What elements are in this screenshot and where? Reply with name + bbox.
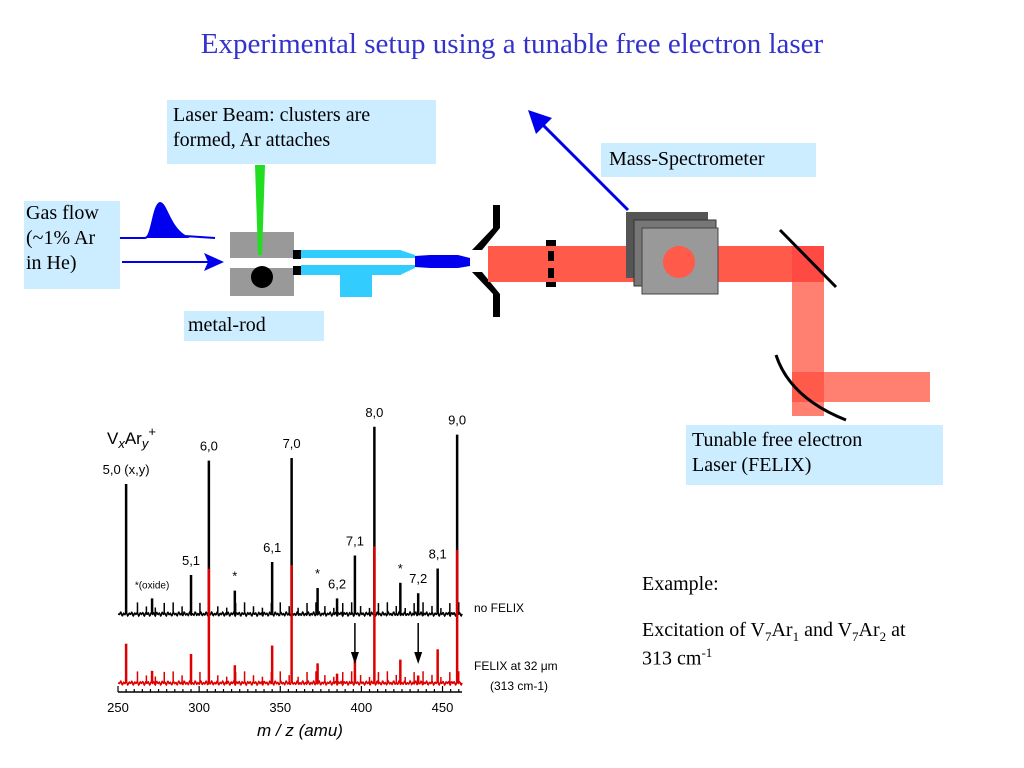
peak-label: 5,0 (x,y) — [103, 462, 150, 477]
x-tick-label: 450 — [432, 700, 454, 715]
laser-beam-label-line2: formed, Ar attaches — [173, 129, 331, 151]
legend-felix-wavenumber: (313 cm-1) — [490, 679, 548, 693]
ablation-laser-beam — [255, 165, 265, 255]
spectrum-plot-area: 5,0 (x,y) *(oxide) 5,1 6,0 * 6,1 7,0 * 6,2 7,1 8,0… — [103, 405, 467, 715]
felix-beam-overlap-2 — [792, 372, 824, 402]
curved-mirror — [774, 354, 847, 422]
mass-spectrometer-label-text: Mass-Spectrometer — [609, 148, 765, 170]
x-tick-label: 350 — [269, 700, 291, 715]
peak-label: 9,0 — [448, 413, 466, 428]
peak-label: 8,0 — [365, 405, 383, 420]
gas-flow-label: Gas flow (~1% Ar in He) — [24, 201, 120, 289]
legend-no-felix: no FELIX — [474, 601, 524, 615]
page-title: Experimental setup using a tunable free … — [200, 28, 824, 60]
skimmer-bottom — [472, 272, 500, 317]
metal-rod-label: metal-rod — [184, 311, 324, 341]
peak-label: 7,0 — [283, 436, 301, 451]
x-tick-label: 250 — [107, 700, 129, 715]
example-heading: Example: — [642, 573, 719, 595]
cluster-beam — [415, 255, 470, 268]
peak-label: 8,1 — [429, 547, 447, 562]
x-tick-label: 300 — [188, 700, 210, 715]
laser-beam-label-line1: Laser Beam: clusters are — [173, 104, 371, 126]
peak-label: 7,1 — [346, 534, 364, 549]
felix-label-line1: Tunable free electron — [692, 429, 863, 451]
example-note: Example: Excitation of V7Ar1 and V7Ar2 a… — [642, 572, 1002, 670]
peak-label: * — [315, 566, 320, 581]
aperture-top — [546, 240, 556, 246]
gas-arrow-head — [204, 253, 224, 271]
peak-label: 5,1 — [182, 553, 200, 568]
arrow-head — [350, 652, 359, 664]
trace-felix — [117, 679, 463, 687]
laser-beam-label: Laser Beam: clusters are formed, Ar atta… — [167, 100, 436, 164]
peak-label: 6,1 — [263, 540, 281, 555]
chart-title: VxAry+ — [107, 424, 156, 451]
mass-spectrometer-label: Mass-Spectrometer — [601, 143, 816, 177]
flat-mirror — [778, 228, 838, 289]
channel-reservoir — [340, 275, 372, 297]
peak-label: *(oxide) — [135, 580, 169, 591]
aperture-bottom — [548, 268, 554, 278]
peak-label: 6,2 — [328, 576, 346, 591]
channel-top — [301, 250, 401, 258]
peak-label: 6,0 — [200, 439, 218, 454]
gas-flow-label-line3: in He) — [26, 252, 77, 274]
channel-taper-bottom — [400, 265, 415, 275]
gas-flow-label-line2: (~1% Ar — [26, 227, 96, 249]
felix-beam-overlap — [792, 246, 824, 282]
ion-path-arrow-line — [538, 120, 630, 212]
arrow-head — [414, 652, 423, 664]
legend-felix: FELIX at 32 μm — [474, 659, 558, 673]
peak-label: * — [398, 561, 403, 576]
gas-channel — [230, 258, 294, 268]
metal-rod-shape — [251, 266, 273, 288]
example-text: Excitation of V7Ar1 and V7Ar2 at 313 cm-… — [642, 619, 906, 670]
trace-no-felix — [117, 610, 463, 618]
ion-path-arrow-head — [528, 110, 552, 134]
x-tick-label: 400 — [351, 700, 373, 715]
channel-taper-top — [400, 250, 415, 258]
x-axis-title: m / z (amu) — [257, 721, 343, 740]
channel-bottom — [301, 265, 401, 275]
peak-label: 7,2 — [409, 571, 427, 586]
metal-rod-label-text: metal-rod — [188, 314, 266, 336]
felix-label-line2: Laser (FELIX) — [692, 454, 812, 476]
peak-label: * — [232, 569, 237, 584]
aperture-middle — [548, 251, 554, 261]
interaction-spot — [663, 246, 695, 278]
felix-label: Tunable free electron Laser (FELIX) — [686, 425, 943, 485]
nozzle-bottom — [293, 266, 301, 275]
aperture-base — [546, 282, 556, 287]
gas-flow-label-line1: Gas flow — [26, 202, 99, 224]
gas-pulse-fill — [145, 203, 190, 238]
nozzle-top — [293, 250, 301, 259]
skimmer-top — [472, 205, 500, 250]
